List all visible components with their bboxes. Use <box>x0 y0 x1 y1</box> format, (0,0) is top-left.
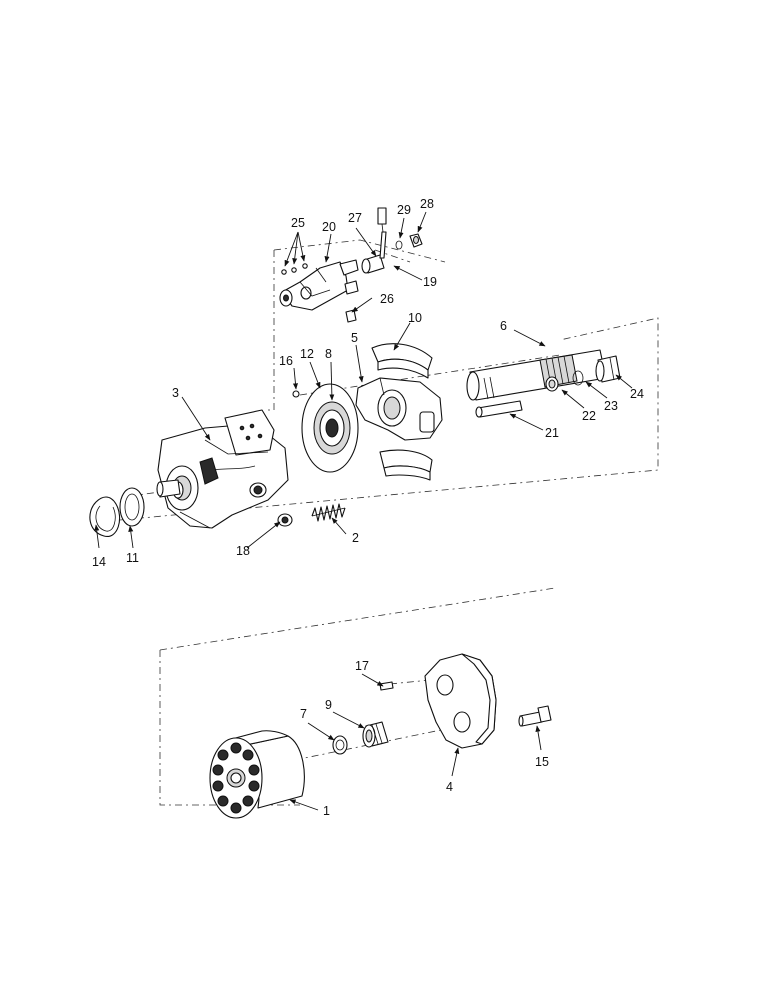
callout-4: 4 <box>446 780 453 794</box>
callout-8: 8 <box>325 347 332 361</box>
callout-2: 2 <box>352 531 359 545</box>
callout-3: 3 <box>172 386 179 400</box>
dowel-pin-part-17 <box>379 681 394 691</box>
swashplate-part-5 <box>355 377 443 441</box>
nut-part-28 <box>409 233 423 248</box>
callout-10: 10 <box>408 311 422 325</box>
screw-part-26 <box>345 309 357 323</box>
callout-26: 26 <box>380 292 394 306</box>
bearing-part-9 <box>362 721 389 748</box>
pin-part-21 <box>475 400 523 418</box>
callout-16: 16 <box>279 354 293 368</box>
callout-7: 7 <box>300 707 307 721</box>
leader-lines <box>94 211 633 811</box>
cylinder-block-part-1 <box>209 730 305 819</box>
balls-part-25 <box>281 263 308 275</box>
spring-part-2 <box>311 503 346 522</box>
callout-24: 24 <box>630 387 644 401</box>
callout-21: 21 <box>545 426 559 440</box>
solenoid-part-27 <box>361 207 387 274</box>
callout-labels: 1 2 3 4 5 6 7 8 9 10 11 12 14 15 16 17 1… <box>92 197 644 818</box>
callout-11: 11 <box>126 551 139 565</box>
callout-9: 9 <box>325 698 332 712</box>
bearing-plate-part-8 <box>313 401 351 455</box>
callout-14: 14 <box>92 555 106 569</box>
callout-1: 1 <box>323 804 330 818</box>
bolt-part-15 <box>518 705 552 727</box>
drive-shaft-part-6 <box>466 349 607 401</box>
port-cover-part-4 <box>424 653 497 749</box>
ring-part-11 <box>119 487 145 527</box>
callout-27: 27 <box>348 211 362 225</box>
callout-28: 28 <box>420 197 434 211</box>
o-ring-part-23 <box>572 370 584 386</box>
pump-housing-part-3 <box>156 409 289 529</box>
callout-17: 17 <box>355 659 369 673</box>
callout-22: 22 <box>582 409 596 423</box>
fitting-part-24 <box>595 355 621 383</box>
callout-23: 23 <box>604 399 618 413</box>
o-ring-part-29 <box>395 240 403 250</box>
snap-ring-part-14 <box>89 496 121 537</box>
washer-part-22 <box>545 376 559 392</box>
cradle-bearing-part-10 <box>371 343 433 481</box>
callout-6: 6 <box>500 319 507 333</box>
callout-5: 5 <box>351 331 358 345</box>
callout-25: 25 <box>291 216 305 230</box>
washer-part-7 <box>332 735 348 755</box>
callout-19: 19 <box>423 275 437 289</box>
ball-part-16 <box>292 390 300 398</box>
callout-18: 18 <box>236 544 250 558</box>
compensator-valve-part-20 <box>279 259 359 311</box>
callout-12: 12 <box>300 347 314 361</box>
callout-15: 15 <box>535 755 549 769</box>
plug-part-18 <box>277 513 293 527</box>
callout-20: 20 <box>322 220 336 234</box>
callout-29: 29 <box>397 203 411 217</box>
